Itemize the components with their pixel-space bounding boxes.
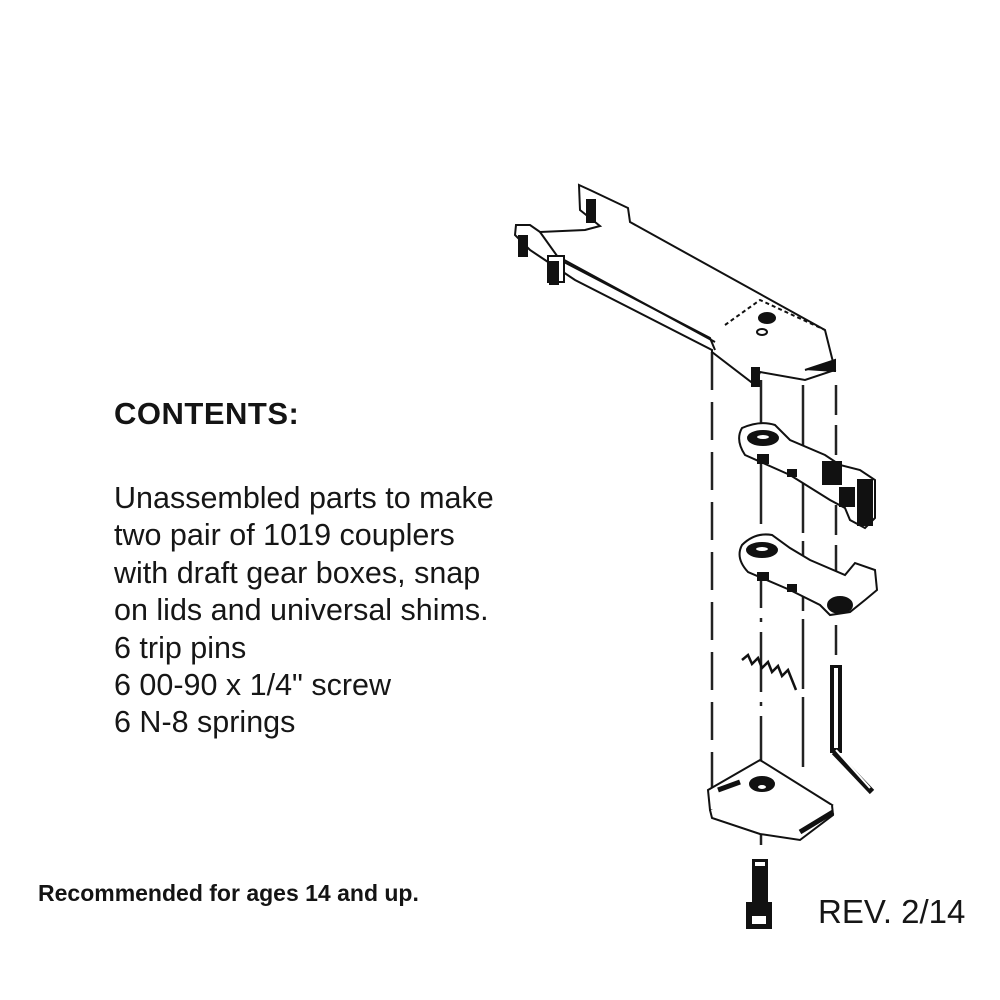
contents-heading: CONTENTS: [114, 396, 300, 431]
contents-line: 6 00-90 x 1/4" screw [114, 668, 391, 703]
contents-line: two pair of 1019 couplers [114, 518, 455, 553]
contents-line: 6 N-8 springs [114, 705, 296, 740]
spring-icon [741, 652, 798, 691]
contents-line: Unassembled parts to make [114, 481, 494, 515]
draft-gear-box-icon [513, 183, 837, 387]
contents-line: 6 trip pins [114, 630, 247, 665]
lid-icon [706, 758, 835, 842]
coupler-upper-icon [738, 422, 876, 530]
revision-label: REV. 2/14 [818, 893, 966, 930]
screw-icon [746, 859, 772, 929]
age-recommendation: Recommended for ages 14 and up. [38, 880, 419, 906]
contents-line: with draft gear boxes, snap [114, 555, 481, 590]
coupler-lower-icon [738, 533, 879, 617]
contents-list: Unassembled parts to make two pair of 10… [114, 480, 494, 742]
trip-pin-icon [830, 665, 875, 795]
contents-line: on lids and universal shims. [114, 593, 489, 628]
